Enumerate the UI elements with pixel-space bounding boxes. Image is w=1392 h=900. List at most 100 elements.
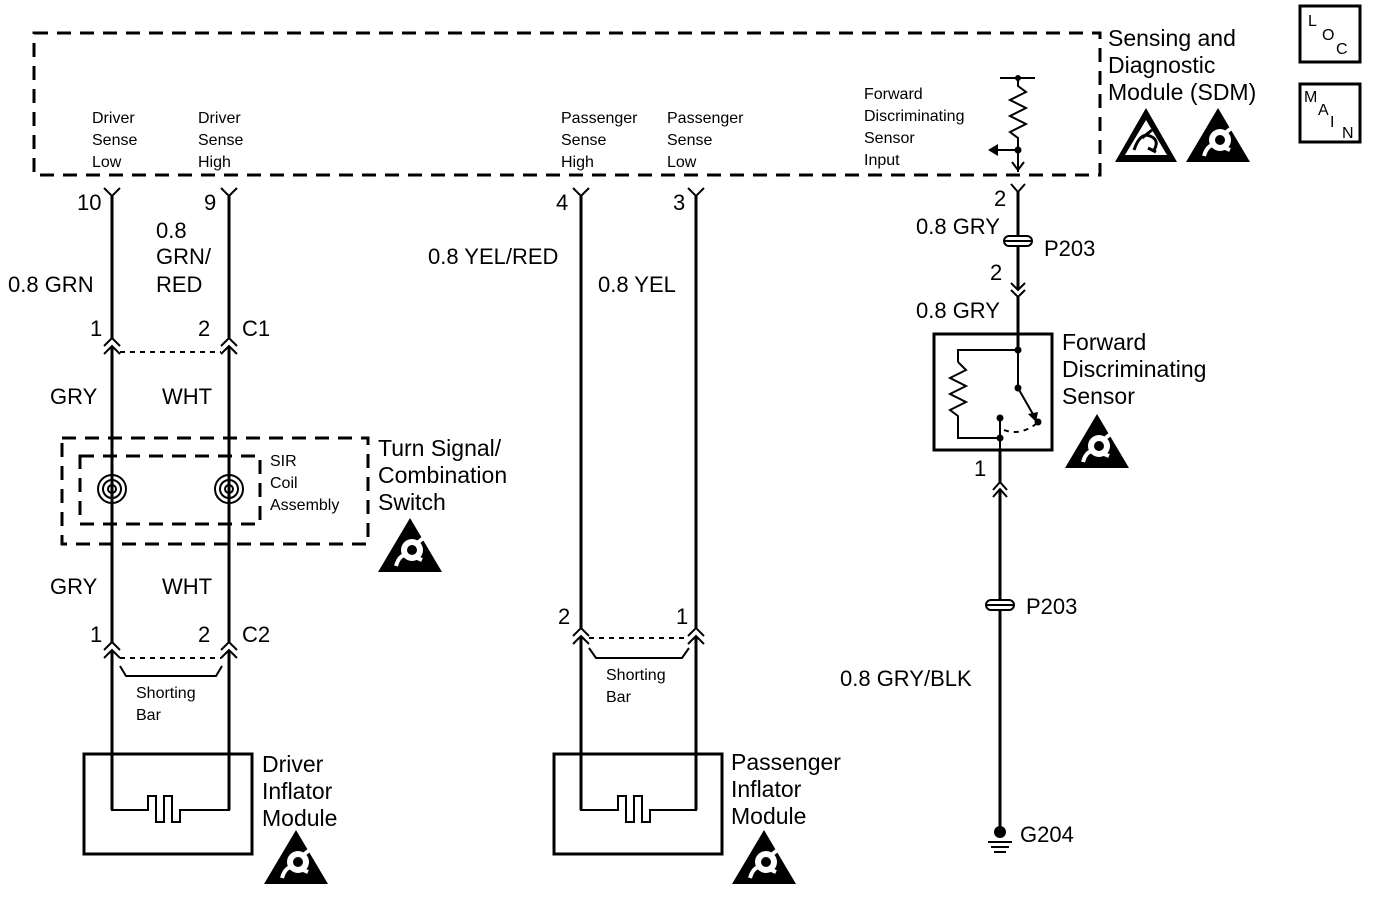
wire-label-pass-low: 0.8 YEL: [598, 272, 676, 297]
fds-label: Forward Discriminating Sensor: [1062, 329, 1206, 409]
svg-text:Inflator: Inflator: [731, 776, 802, 802]
svg-text:Forward: Forward: [1062, 329, 1146, 355]
loc-badge: L O C: [1298, 4, 1362, 64]
svg-text:A: A: [1318, 102, 1329, 119]
connector-p203-label: P203: [1026, 594, 1077, 619]
pin-label: 2: [198, 316, 210, 341]
svg-text:Driver: Driver: [262, 751, 324, 777]
svg-text:RED: RED: [156, 272, 202, 297]
pin-label: 2: [558, 604, 570, 629]
sir-coil-icon: [97, 474, 244, 504]
driver-inflator-module-box: [82, 752, 254, 856]
wire-label-gry-mid: 0.8 GRY: [916, 298, 1000, 323]
sir-coil-boundary: [78, 454, 262, 526]
sdm-input-passenger-low: Passenger Sense Low: [667, 110, 744, 171]
svg-text:Sensor: Sensor: [864, 130, 915, 147]
fds-module-box: [932, 332, 1054, 452]
sdm-input-driver-high: Driver Sense High: [198, 110, 243, 171]
wire-label-driver-high: 0.8 GRN/ RED: [156, 218, 212, 297]
pin-label: 9: [204, 190, 216, 215]
ground-g204-label: G204: [1020, 822, 1074, 847]
turn-signal-switch-boundary: [60, 436, 370, 546]
svg-text:SIR: SIR: [270, 453, 297, 470]
pin-label: 2: [994, 186, 1006, 211]
svg-text:Driver: Driver: [92, 110, 135, 127]
turn-signal-switch-label: Turn Signal/ Combination Switch: [378, 435, 507, 515]
main-badge: M A I N: [1298, 82, 1362, 144]
svg-text:0.8: 0.8: [156, 218, 187, 243]
svg-text:I: I: [1330, 114, 1334, 131]
svg-text:Bar: Bar: [136, 707, 162, 724]
pin-label: 2: [990, 260, 1002, 285]
esd-warning-icon: [1113, 106, 1179, 164]
sdm-internal-resistor: [988, 75, 1035, 172]
svg-text:Combination: Combination: [378, 462, 507, 488]
svg-text:Sense: Sense: [92, 132, 137, 149]
svg-text:Passenger: Passenger: [667, 110, 744, 127]
airbag-warning-icon: [1184, 106, 1252, 164]
svg-text:Inflator: Inflator: [262, 778, 333, 804]
svg-text:GRN/: GRN/: [156, 244, 212, 269]
svg-text:O: O: [1322, 27, 1334, 44]
sir-coil-label: SIR Coil Assembly: [270, 453, 339, 514]
svg-text:Module (SDM): Module (SDM): [1108, 79, 1256, 105]
wire-label-driver-low: 0.8 GRN: [8, 272, 94, 297]
svg-text:Diagnostic: Diagnostic: [1108, 52, 1215, 78]
airbag-warning-icon: [262, 828, 330, 886]
wire-label-gry: GRY: [50, 574, 98, 599]
connector-c2-label: C2: [242, 622, 270, 647]
svg-text:Discriminating: Discriminating: [864, 108, 964, 125]
wire-label-pass-high: 0.8 YEL/RED: [428, 244, 558, 269]
svg-text:Module: Module: [262, 805, 337, 831]
sdm-title: Sensing and Diagnostic Module (SDM): [1108, 25, 1256, 105]
pin-label: 3: [673, 190, 685, 215]
passenger-shorting-bar: Shorting Bar: [588, 647, 690, 706]
airbag-warning-icon: [730, 828, 798, 886]
wire-label-gry: GRY: [50, 384, 98, 409]
wire-label-gry-blk: 0.8 GRY/BLK: [840, 666, 972, 691]
svg-text:Shorting: Shorting: [136, 685, 196, 702]
svg-text:Input: Input: [864, 152, 900, 169]
svg-text:N: N: [1342, 125, 1354, 142]
pin-label: 10: [77, 190, 101, 215]
sdm-input-fds: Forward Discriminating Sensor Input: [864, 86, 964, 169]
airbag-warning-icon: [1063, 412, 1131, 470]
airbag-warning-icon: [376, 516, 444, 574]
svg-text:M: M: [1304, 89, 1317, 106]
svg-text:Shorting: Shorting: [606, 667, 666, 684]
svg-text:Sense: Sense: [561, 132, 606, 149]
squib-element: [111, 754, 230, 823]
pin-label: 1: [90, 622, 102, 647]
wire-label-wht: WHT: [162, 574, 212, 599]
svg-text:Coil: Coil: [270, 475, 298, 492]
svg-text:High: High: [198, 154, 231, 171]
svg-text:Switch: Switch: [378, 489, 446, 515]
connector-c1-label: C1: [242, 316, 270, 341]
connector-p203-label: P203: [1044, 236, 1095, 261]
svg-text:Passenger: Passenger: [731, 749, 841, 775]
svg-text:Sensing and: Sensing and: [1108, 25, 1236, 51]
svg-text:Assembly: Assembly: [270, 497, 339, 514]
svg-text:Passenger: Passenger: [561, 110, 638, 127]
svg-text:Low: Low: [667, 154, 697, 171]
svg-text:Discriminating: Discriminating: [1062, 356, 1206, 382]
driver-inflator-label: Driver Inflator Module: [262, 751, 337, 831]
pin-label: 1: [676, 604, 688, 629]
sdm-input-passenger-high: Passenger Sense High: [561, 110, 638, 171]
svg-text:L: L: [1308, 13, 1317, 30]
svg-text:C: C: [1336, 41, 1348, 58]
svg-text:Module: Module: [731, 803, 806, 829]
pin-label: 2: [198, 622, 210, 647]
fds-ground-wires: [985, 450, 1015, 853]
wire-label-wht: WHT: [162, 384, 212, 409]
svg-text:Sensor: Sensor: [1062, 383, 1135, 409]
fds-wires: [1003, 183, 1033, 350]
svg-text:Sense: Sense: [198, 132, 243, 149]
svg-text:Turn Signal/: Turn Signal/: [378, 435, 502, 461]
wire-label-gry-top: 0.8 GRY: [916, 214, 1000, 239]
driver-wires: [103, 187, 238, 810]
pin-label: 4: [556, 190, 568, 215]
passenger-inflator-label: Passenger Inflator Module: [731, 749, 841, 829]
driver-shorting-bar: Shorting Bar: [119, 665, 223, 724]
